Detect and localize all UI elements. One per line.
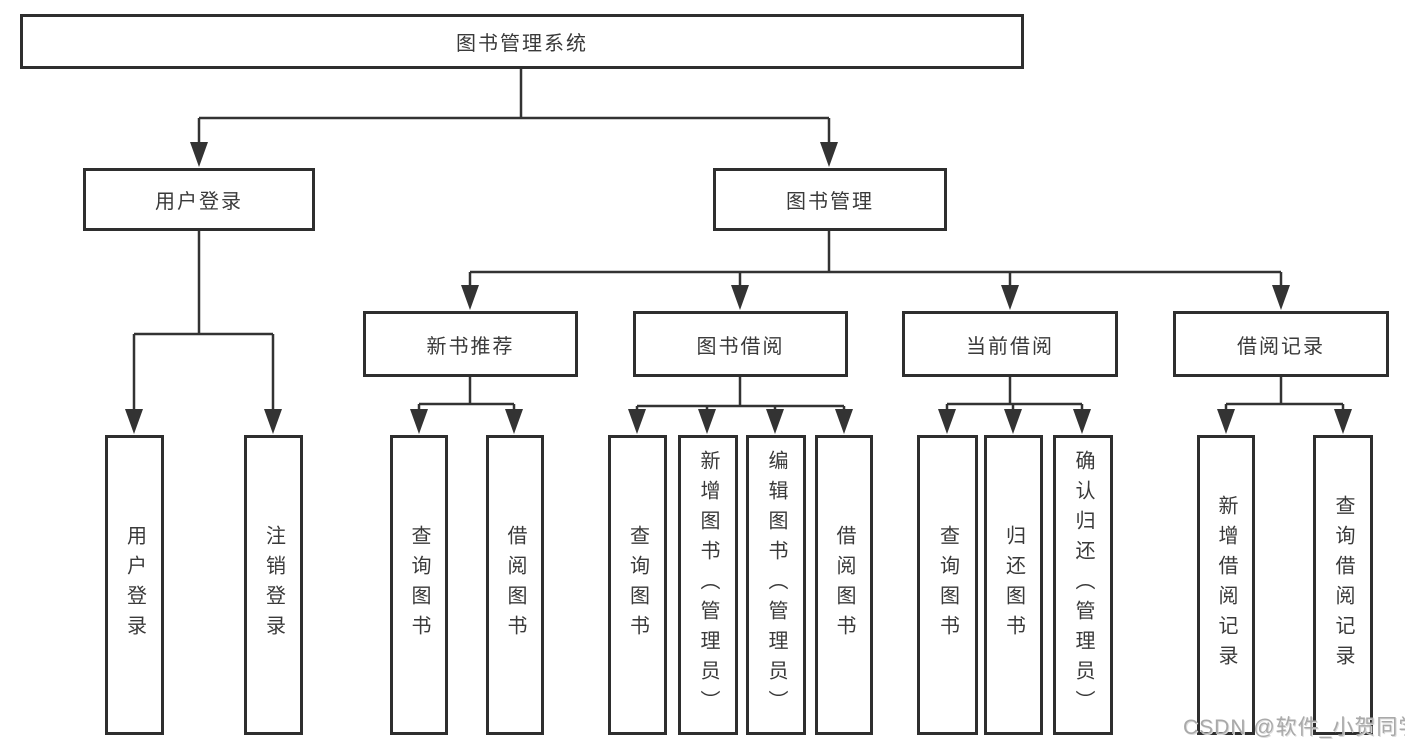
leaf-nb-borrow-book: 借阅图书 — [486, 435, 544, 735]
arrowhead-icon — [820, 142, 838, 167]
node-book-management-label: 图书管理 — [786, 191, 874, 213]
leaf-user-login: 用户登录 — [105, 435, 164, 735]
arrowhead-icon — [938, 409, 956, 434]
leaf-bb-edit-book-admin-label: 编辑图书（管理员） — [765, 450, 787, 720]
arrowhead-icon — [835, 409, 853, 434]
node-borrow-record: 借阅记录 — [1173, 311, 1389, 377]
arrowhead-icon — [628, 409, 646, 434]
arrowhead-icon — [766, 409, 784, 434]
node-root-label: 图书管理系统 — [456, 33, 588, 55]
leaf-logout-label: 注销登录 — [262, 525, 285, 645]
node-user-login-label: 用户登录 — [155, 191, 243, 213]
watermark: CSDN @软件_小贺同学 — [1183, 716, 1405, 739]
leaf-bb-query-book-label: 查询图书 — [626, 525, 649, 645]
node-root: 图书管理系统 — [20, 14, 1024, 69]
leaf-br-add-record-label: 新增借阅记录 — [1215, 495, 1237, 675]
node-book-borrow: 图书借阅 — [633, 311, 848, 377]
leaf-cb-confirm-return-admin-label: 确认归还（管理员） — [1072, 450, 1094, 720]
arrowhead-icon — [190, 142, 208, 167]
leaf-nb-borrow-book-label: 借阅图书 — [504, 525, 526, 645]
leaf-nb-query-book-label: 查询图书 — [408, 525, 430, 645]
node-book-borrow-label: 图书借阅 — [696, 335, 785, 358]
leaf-bb-borrow-book: 借阅图书 — [815, 435, 873, 735]
leaf-cb-query-book: 查询图书 — [917, 435, 978, 735]
leaf-nb-query-book: 查询图书 — [390, 435, 448, 735]
leaf-bb-query-book: 查询图书 — [608, 435, 667, 735]
leaf-bb-add-book-admin-label: 新增图书（管理员） — [697, 450, 719, 720]
node-new-book-recommend: 新书推荐 — [363, 311, 578, 377]
arrowhead-icon — [410, 409, 428, 434]
arrowhead-icon — [1217, 409, 1235, 434]
node-borrow-record-label: 借阅记录 — [1237, 335, 1325, 358]
arrowhead-icon — [1272, 285, 1290, 310]
arrowhead-icon — [264, 409, 282, 434]
arrowhead-icon — [731, 285, 749, 310]
leaf-br-add-record: 新增借阅记录 — [1197, 435, 1255, 735]
leaf-cb-query-book-label: 查询图书 — [936, 525, 959, 645]
arrowhead-icon — [1073, 409, 1091, 434]
node-book-management: 图书管理 — [713, 168, 947, 231]
leaf-cb-confirm-return-admin: 确认归还（管理员） — [1053, 435, 1113, 735]
arrowhead-icon — [505, 409, 523, 434]
node-user-login: 用户登录 — [83, 168, 315, 231]
node-current-borrow-label: 当前借阅 — [966, 335, 1054, 358]
leaf-logout: 注销登录 — [244, 435, 303, 735]
leaf-user-login-label: 用户登录 — [123, 525, 146, 645]
arrowhead-icon — [1004, 409, 1022, 434]
arrowhead-icon — [1001, 285, 1019, 310]
arrowhead-icon — [125, 409, 143, 434]
leaf-br-query-record: 查询借阅记录 — [1313, 435, 1373, 735]
leaf-cb-return-book: 归还图书 — [984, 435, 1043, 735]
leaf-bb-add-book-admin: 新增图书（管理员） — [678, 435, 738, 735]
arrowhead-icon — [1334, 409, 1352, 434]
node-new-book-recommend-label: 新书推荐 — [426, 335, 515, 358]
leaf-cb-return-book-label: 归还图书 — [1002, 525, 1025, 645]
node-current-borrow: 当前借阅 — [902, 311, 1118, 377]
leaf-br-query-record-label: 查询借阅记录 — [1332, 495, 1354, 675]
arrowhead-icon — [461, 285, 479, 310]
leaf-bb-edit-book-admin: 编辑图书（管理员） — [746, 435, 806, 735]
arrowhead-icon — [698, 409, 716, 434]
leaf-bb-borrow-book-label: 借阅图书 — [833, 525, 855, 645]
